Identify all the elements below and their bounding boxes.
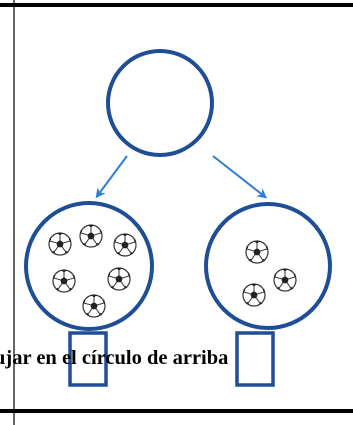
right-answer-box[interactable] bbox=[235, 331, 275, 387]
soccer-ball-icon bbox=[113, 233, 137, 257]
soccer-ball-icon bbox=[107, 267, 131, 291]
soccer-ball-icon bbox=[242, 283, 266, 307]
whole-circle bbox=[106, 49, 214, 157]
soccer-ball-icon bbox=[273, 268, 297, 292]
right-arrow bbox=[212, 155, 268, 199]
soccer-ball-icon bbox=[245, 240, 269, 264]
soccer-ball-icon bbox=[48, 232, 72, 256]
soccer-ball-icon bbox=[52, 269, 76, 293]
left-arrow bbox=[95, 155, 128, 199]
right-part-circle bbox=[204, 202, 332, 330]
soccer-ball-icon bbox=[79, 224, 103, 248]
instruction-text: ujar en el círculo de arriba bbox=[0, 347, 229, 369]
left-answer-box[interactable] bbox=[68, 331, 108, 387]
soccer-ball-icon bbox=[82, 294, 106, 318]
